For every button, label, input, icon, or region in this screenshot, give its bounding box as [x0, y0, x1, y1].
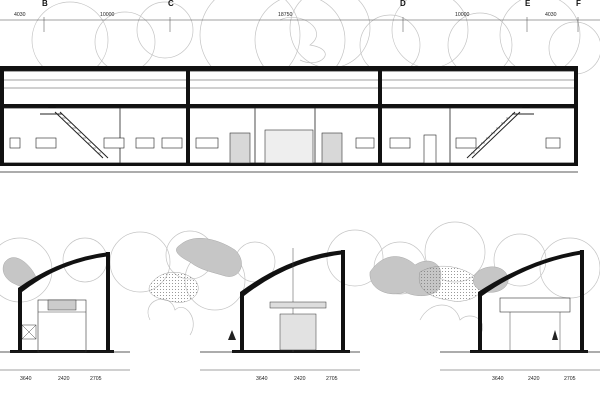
section-dimension: 2705: [564, 376, 576, 382]
section-dimension: 2705: [90, 376, 102, 382]
staircase-left: [40, 104, 109, 159]
dimension-label: 10000: [100, 12, 115, 18]
cross-section-1: 3640 2420 2705: [0, 252, 130, 382]
entrance-doors: [229, 129, 437, 164]
section-dimension: 2420: [528, 376, 540, 382]
section-dimension: 3640: [492, 376, 504, 382]
building-long-elevation: [0, 66, 578, 173]
staircase-right: [466, 104, 534, 159]
structural-columns: [0, 66, 578, 166]
dimension-label: 4030: [545, 12, 557, 18]
elevation-grid-axes: B C D E F: [42, 0, 581, 8]
section-dimension: 2705: [326, 376, 338, 382]
cross-section-3: 3640 2420 2705: [440, 250, 600, 382]
elevation-dimension-line: 4030 10000 18750 10000 4030: [0, 12, 600, 32]
grid-axis-d: D: [400, 0, 406, 8]
clerestory-mullions: [2, 79, 576, 89]
foliage-blobs: [2, 238, 509, 303]
dimension-label: 18750: [278, 12, 293, 18]
grid-axis-e: E: [525, 0, 531, 8]
cross-section-2: 3640 2420 2705: [200, 248, 360, 382]
section-dimension: 2420: [58, 376, 70, 382]
section-dimension: 3640: [256, 376, 268, 382]
ground-floor-windows: [9, 137, 561, 149]
grid-axis-c: C: [168, 0, 174, 8]
section-dimension: 2420: [294, 376, 306, 382]
section-dimension: 3640: [20, 376, 32, 382]
dimension-label: 4030: [14, 12, 26, 18]
dimension-label: 10000: [455, 12, 470, 18]
grid-axis-b: B: [42, 0, 48, 8]
grid-axis-f: F: [576, 0, 581, 8]
